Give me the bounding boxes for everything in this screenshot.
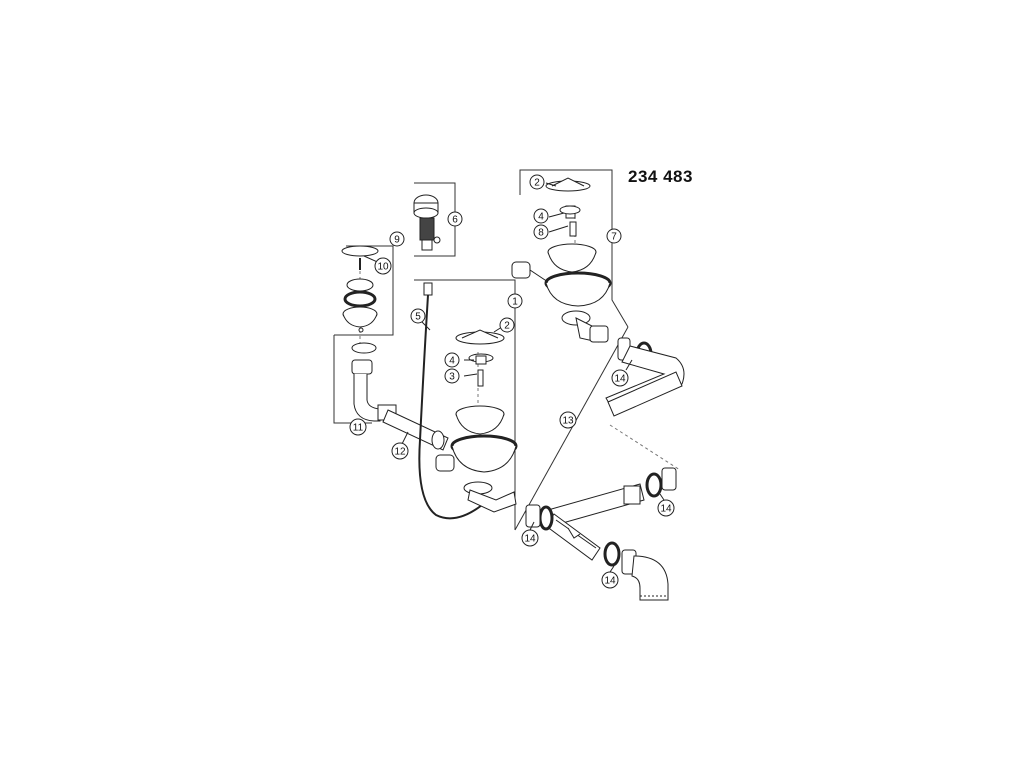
callout-c6: 6 [447, 211, 463, 227]
callout-number: 6 [452, 215, 458, 226]
outlet-elbow [631, 555, 669, 601]
callout-c2a: 2 [529, 174, 545, 190]
callout-circle [391, 442, 409, 460]
callout-number: 13 [562, 416, 574, 427]
callout-number: 8 [538, 228, 544, 239]
callout-number: 10 [377, 262, 389, 273]
overflow-nut-right [511, 261, 531, 279]
callout-c14d: 14 [601, 571, 619, 589]
callout-number: 4 [538, 212, 544, 223]
callout-c7: 7 [606, 228, 622, 244]
callout-c1: 1 [507, 293, 523, 309]
callout-circle [507, 293, 523, 309]
callout-c14b: 14 [657, 499, 675, 517]
bowden-cable [418, 282, 483, 520]
callout-number: 7 [611, 232, 617, 243]
part-number-label: 234 483 [628, 167, 693, 186]
callout-circle [559, 411, 577, 429]
callout-circle [499, 317, 515, 333]
callout-number: 2 [504, 321, 510, 332]
plug-cap-small [341, 245, 379, 257]
group-brackets [333, 169, 629, 531]
callout-layer: 2 4 8 7 6 9 10 1 5 2 4 3 13 11 12 14 14 14 14 [349, 174, 675, 589]
callout-c5: 5 [410, 308, 426, 324]
callout-number: 1 [512, 297, 518, 308]
callout-circle [529, 174, 545, 190]
small-washer [351, 342, 377, 354]
long-pipe-upper [607, 371, 683, 417]
callout-number: 5 [415, 312, 421, 323]
callout-circle [444, 352, 460, 368]
right-strainer-assembly [511, 177, 612, 343]
callout-circle [521, 529, 539, 547]
callout-c3: 3 [444, 368, 460, 384]
callout-number: 14 [660, 504, 672, 515]
callout-number: 9 [394, 235, 400, 246]
callout-circle [611, 369, 629, 387]
callout-c2b: 2 [499, 317, 515, 333]
remote-knob-assembly [413, 194, 441, 251]
callout-circle [447, 211, 463, 227]
callout-c14a: 14 [611, 369, 629, 387]
callout-number: 3 [449, 372, 455, 383]
callout-circle [389, 231, 405, 247]
knob-thread [419, 217, 435, 241]
callout-circle [410, 308, 426, 324]
callout-circle [533, 224, 549, 240]
callout-number: 12 [394, 447, 406, 458]
callout-number: 14 [604, 576, 616, 587]
callout-c12: 12 [391, 442, 409, 460]
callout-number: 4 [449, 356, 455, 367]
callout-number: 2 [534, 178, 540, 189]
callout-c4b: 4 [444, 352, 460, 368]
callout-number: 11 [353, 423, 364, 434]
callout-circle [533, 208, 549, 224]
callout-number: 14 [614, 374, 626, 385]
callout-circle [349, 418, 367, 436]
left-strainer-assembly [435, 329, 518, 513]
callout-c10: 10 [374, 257, 392, 275]
callout-c11: 11 [349, 418, 367, 436]
callout-number: 14 [524, 534, 536, 545]
callout-c8: 8 [533, 224, 549, 240]
callout-c9: 9 [389, 231, 405, 247]
callout-c14c: 14 [521, 529, 539, 547]
left-elbow-pipes [351, 359, 449, 451]
callout-c4a: 4 [533, 208, 549, 224]
small-strainer-assembly [341, 245, 379, 354]
callout-c13: 13 [559, 411, 577, 429]
elbow-nut [351, 359, 373, 375]
callout-circle [444, 368, 460, 384]
overflow-nut-left [435, 454, 455, 472]
connection-pipes [525, 337, 685, 601]
callout-circle [374, 257, 392, 275]
callout-circle [601, 571, 619, 589]
callout-circle [657, 499, 675, 517]
callout-circle [606, 228, 622, 244]
